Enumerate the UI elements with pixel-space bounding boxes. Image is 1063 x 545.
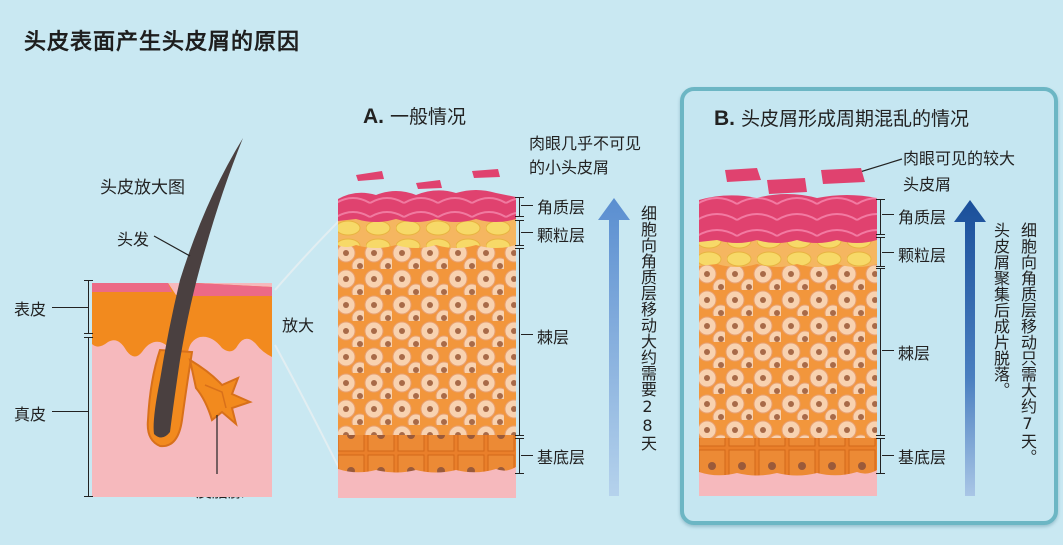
panel-b-layer-corneum: 角质层: [898, 208, 947, 227]
panel-b-layer-basal: 基底层: [898, 448, 947, 467]
panel-b-side-text: 头皮屑聚集后成片脱落。: [991, 222, 1010, 398]
panel-a-layer-granular: 颗粒层: [537, 226, 586, 245]
panel-b-granular-bracket: [876, 237, 889, 267]
panel-a-basal-bracket: [515, 438, 528, 474]
epidermis-bracket: [84, 280, 97, 334]
panel-a-granular-bracket: [515, 220, 528, 246]
panel-b-title-text: 头皮屑形成周期混乱的情况: [741, 108, 970, 130]
hair-label: 头发: [117, 230, 150, 249]
panel-a-layer-spinous: 棘层: [537, 328, 570, 347]
panel-a-flake-note-line2: 的小头皮屑: [529, 158, 610, 177]
panel-a-letter: A.: [363, 105, 384, 128]
panel-b-basal-bracket: [876, 438, 889, 474]
scalp-diagram-heading: 头皮放大图: [100, 178, 185, 198]
panel-b-basal-tick: [882, 455, 894, 456]
page-title: 头皮表面产生头皮屑的原因: [24, 30, 301, 55]
panel-a-corneum-tick: [521, 205, 533, 206]
panel-a-flake-note-line1: 肉眼几乎不可见: [529, 134, 642, 153]
panel-b-letter: B.: [714, 107, 735, 130]
scalp-cross-section-illustration: [92, 138, 340, 497]
panel-b-spinous-tick: [882, 350, 894, 351]
epidermis-pointer: [52, 307, 88, 308]
panel-b-arrow-text: 细胞向角质层移动只需大约7天。: [1018, 222, 1037, 465]
panel-a-basal-tick: [521, 455, 533, 456]
panel-b-flake-note-line1: 肉眼可见的较大: [903, 149, 1016, 168]
panel-a-granular-tick: [521, 232, 533, 233]
panel-b-skin-layers-illustration: [699, 168, 877, 496]
panel-b-corneum-tick: [882, 214, 894, 215]
dermis-bracket: [84, 337, 97, 497]
panel-a-title: A. 一般情况: [363, 102, 466, 129]
epidermis-label: 表皮: [14, 300, 47, 319]
panel-b-title: B. 头皮屑形成周期混乱的情况: [714, 104, 969, 131]
panel-a-flake-note: 肉眼几乎不可见 的小头皮屑: [529, 132, 641, 180]
panel-b-upward-arrow-icon: [954, 200, 986, 496]
panel-a-upward-arrow-icon: [598, 198, 630, 496]
panel-b-layer-spinous: 棘层: [898, 344, 931, 363]
panel-b-granular-tick: [882, 252, 894, 253]
panel-b-flake-note: 肉眼可见的较大 头皮屑: [903, 146, 1015, 198]
panel-a-skin-layers-illustration: [338, 169, 516, 498]
zoom-label: 放大: [282, 316, 315, 335]
panel-a-spinous-tick: [521, 334, 533, 335]
dermis-label: 真皮: [14, 405, 47, 424]
dermis-pointer: [52, 411, 88, 412]
panel-a-layer-corneum: 角质层: [537, 198, 586, 217]
panel-b-flake-note-line2: 头皮屑: [903, 175, 952, 194]
panel-a-layer-basal: 基底层: [537, 448, 586, 467]
panel-a-title-text: 一般情况: [390, 106, 467, 128]
panel-a-corneum-bracket: [515, 197, 528, 217]
panel-a-spinous-bracket: [515, 248, 528, 436]
panel-b-corneum-bracket: [876, 199, 889, 235]
panel-b-spinous-bracket: [876, 268, 889, 436]
panel-b-layer-granular: 颗粒层: [898, 246, 947, 265]
panel-a-arrow-text: 细胞向角质层移动大约需要28天: [638, 205, 657, 451]
